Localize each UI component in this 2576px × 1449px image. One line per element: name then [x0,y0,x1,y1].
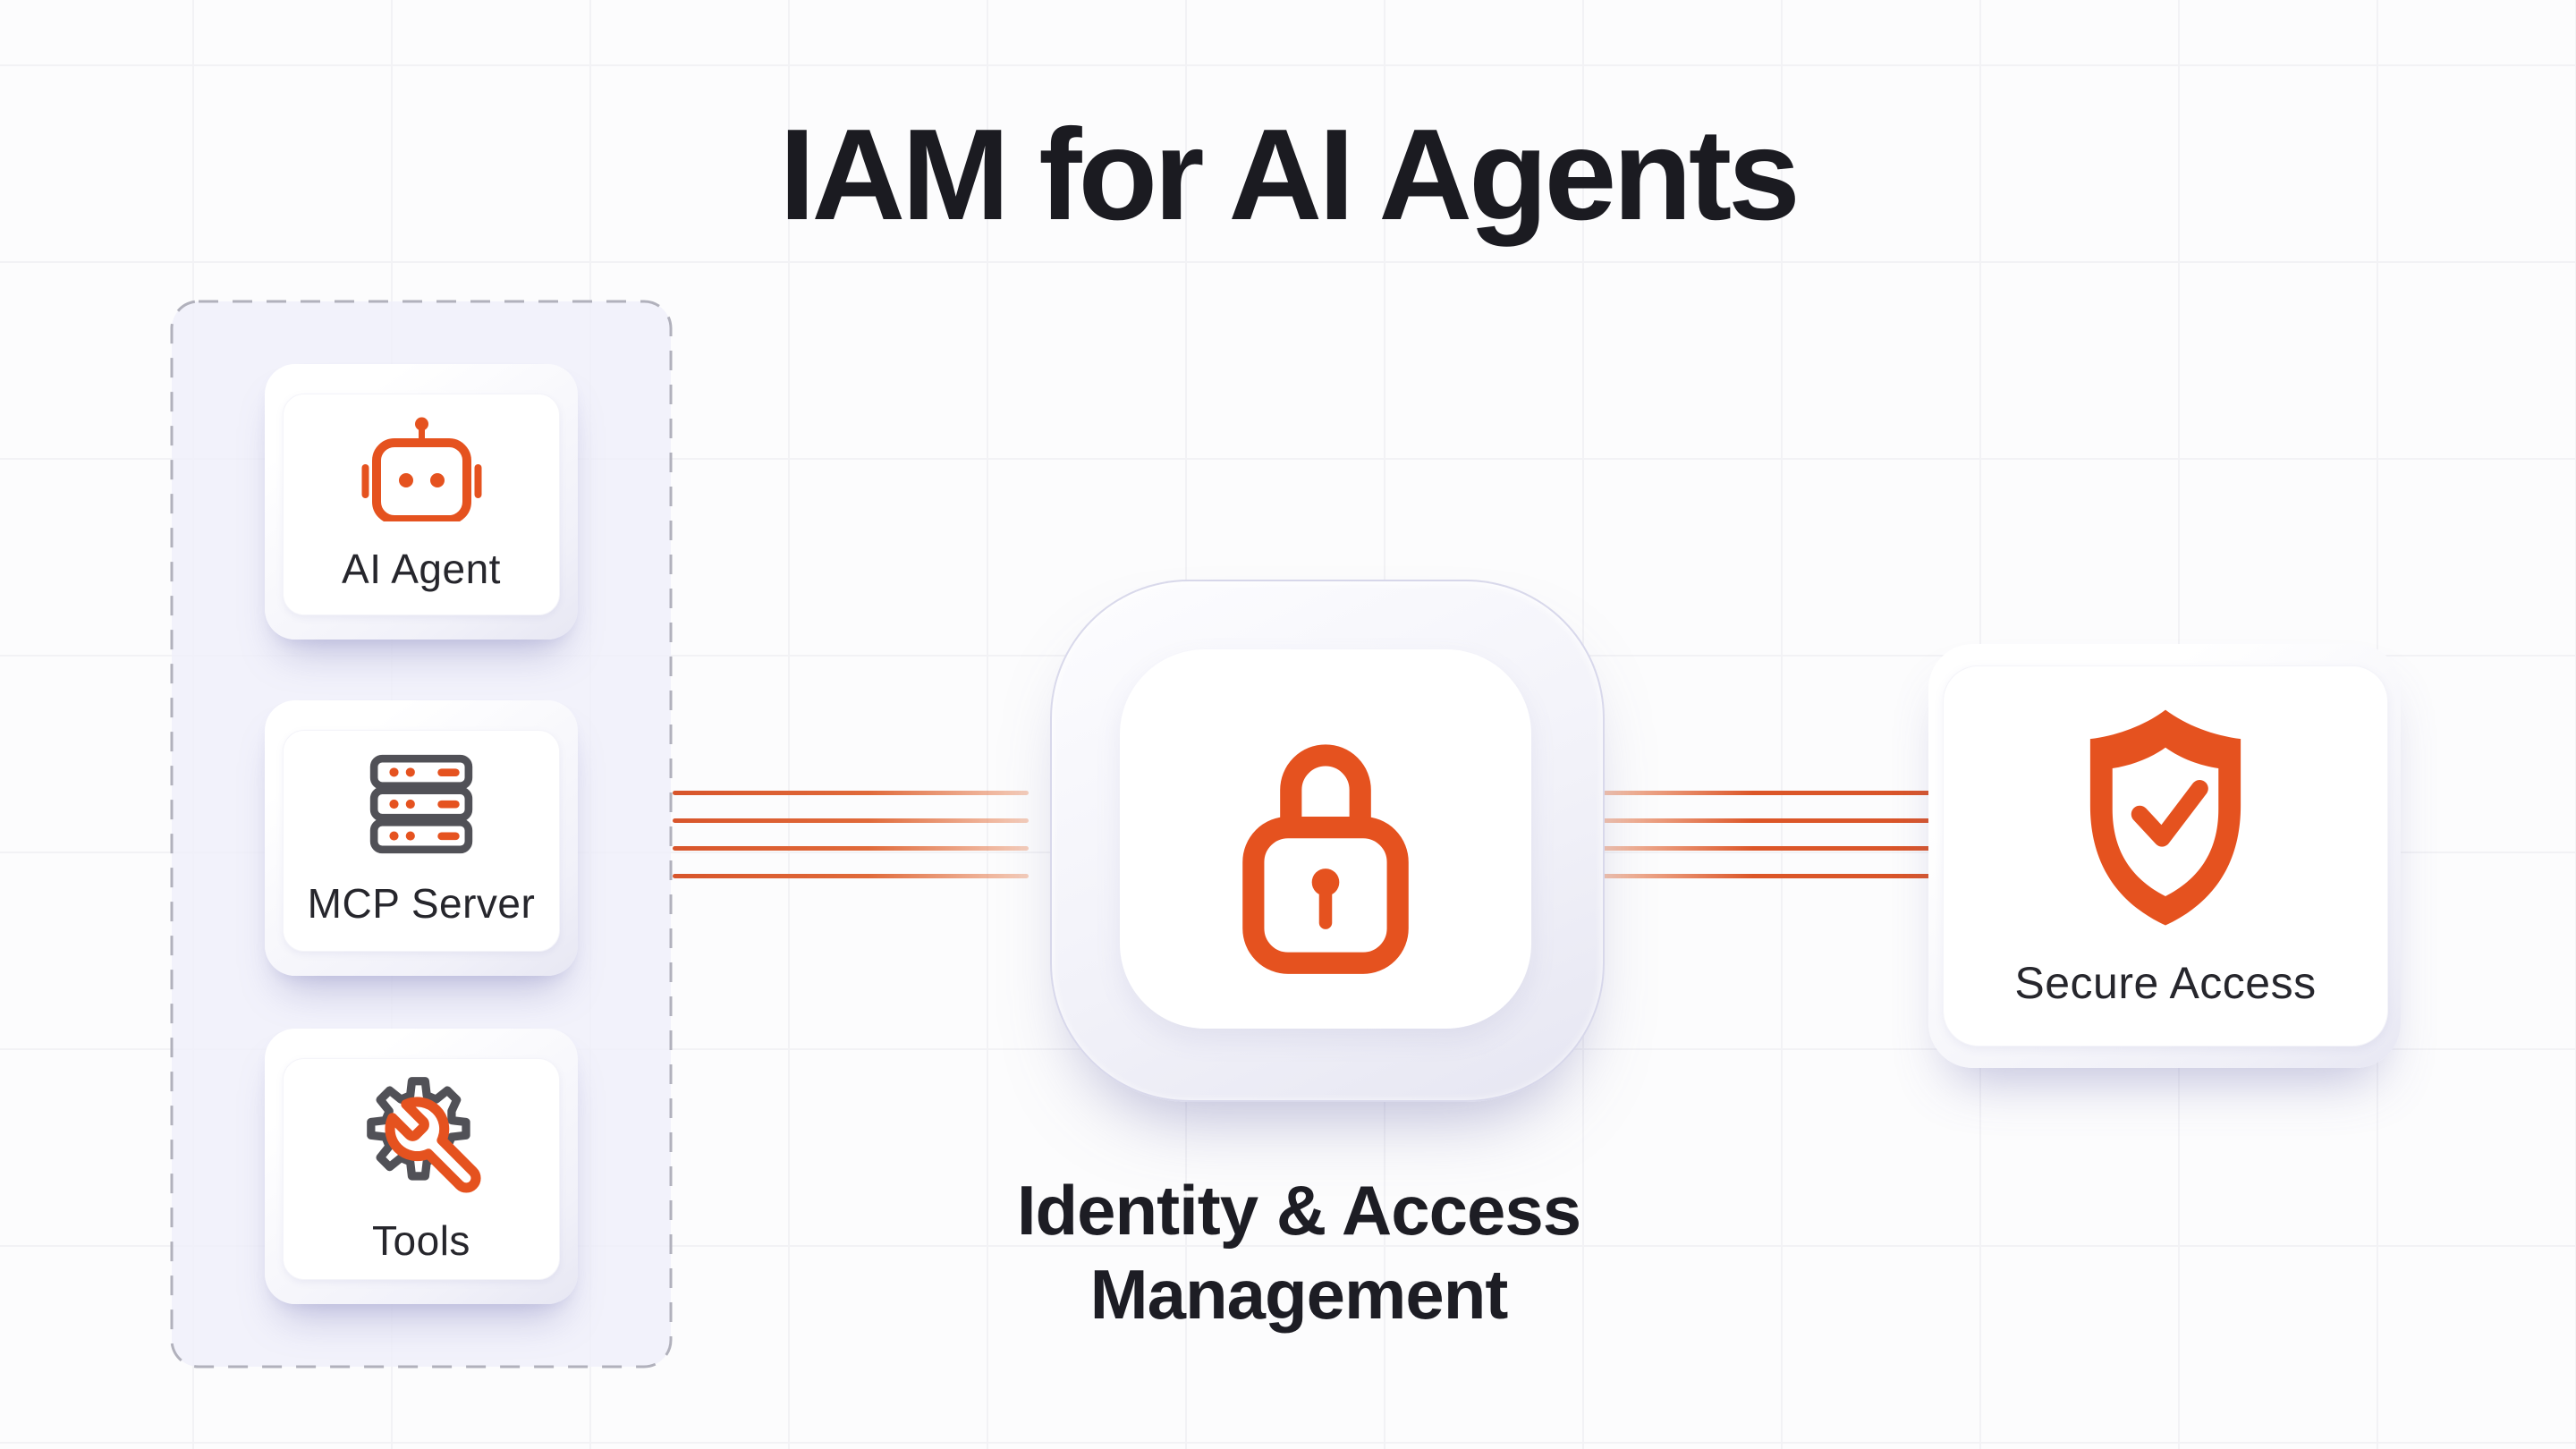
connector-line [1603,791,1937,795]
page-title: IAM for AI Agents [779,102,1801,247]
lock-icon [1242,744,1409,974]
tools-label: Tools [372,1217,470,1264]
connector-line [673,818,1029,823]
iam-lock-card [1120,649,1531,1029]
secure-access-label: Secure Access [2014,958,2317,1008]
ai-agent-label: AI Agent [342,546,501,592]
server-icon [369,754,473,854]
connector-line [1603,874,1937,878]
iam-caption: Identity & Access Management [896,1168,1701,1336]
tools-card: Tools [265,1029,578,1304]
secure-access-card: Secure Access [1943,665,2388,1046]
iam-caption-line1: Identity & Access [1016,1171,1581,1250]
robot-icon [361,417,481,521]
shield-check-icon [2089,709,2241,926]
connector-line [1603,818,1937,823]
iam-caption-line2: Management [1089,1255,1509,1334]
mcp-server-label: MCP Server [307,880,536,927]
mcp-server-card: MCP Server [265,700,578,976]
ai-agent-card: AI Agent [265,364,578,640]
connector-line [673,846,1029,851]
connector-line [1603,846,1937,851]
agent-stack-panel: AI Agent [170,300,673,1368]
connector-line [673,874,1029,878]
connector-line [673,791,1029,795]
tools-icon [367,1077,481,1193]
